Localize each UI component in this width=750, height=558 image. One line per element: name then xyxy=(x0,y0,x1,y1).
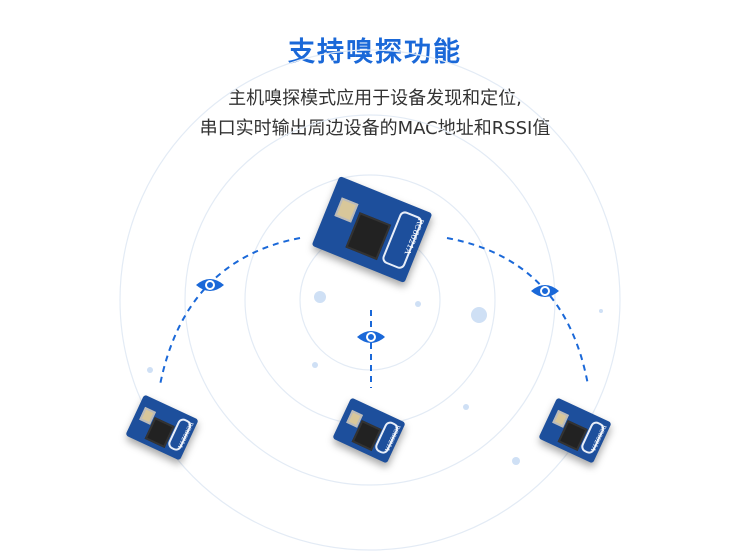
subtitle: 主机嗅探模式应用于设备发现和定位, 串口实时输出周边设备的MAC地址和RSSI值 xyxy=(0,84,750,144)
page-title: 支持嗅探功能 xyxy=(288,37,462,68)
eye-icon xyxy=(356,329,386,345)
eye-icon xyxy=(530,283,560,299)
dashed-links xyxy=(159,237,589,388)
eye-icon xyxy=(195,277,225,293)
subtitle-line-2: 串口实时输出周边设备的MAC地址和RSSI值 xyxy=(199,118,551,139)
subtitle-line-1: 主机嗅探模式应用于设备发现和定位, xyxy=(228,88,522,109)
